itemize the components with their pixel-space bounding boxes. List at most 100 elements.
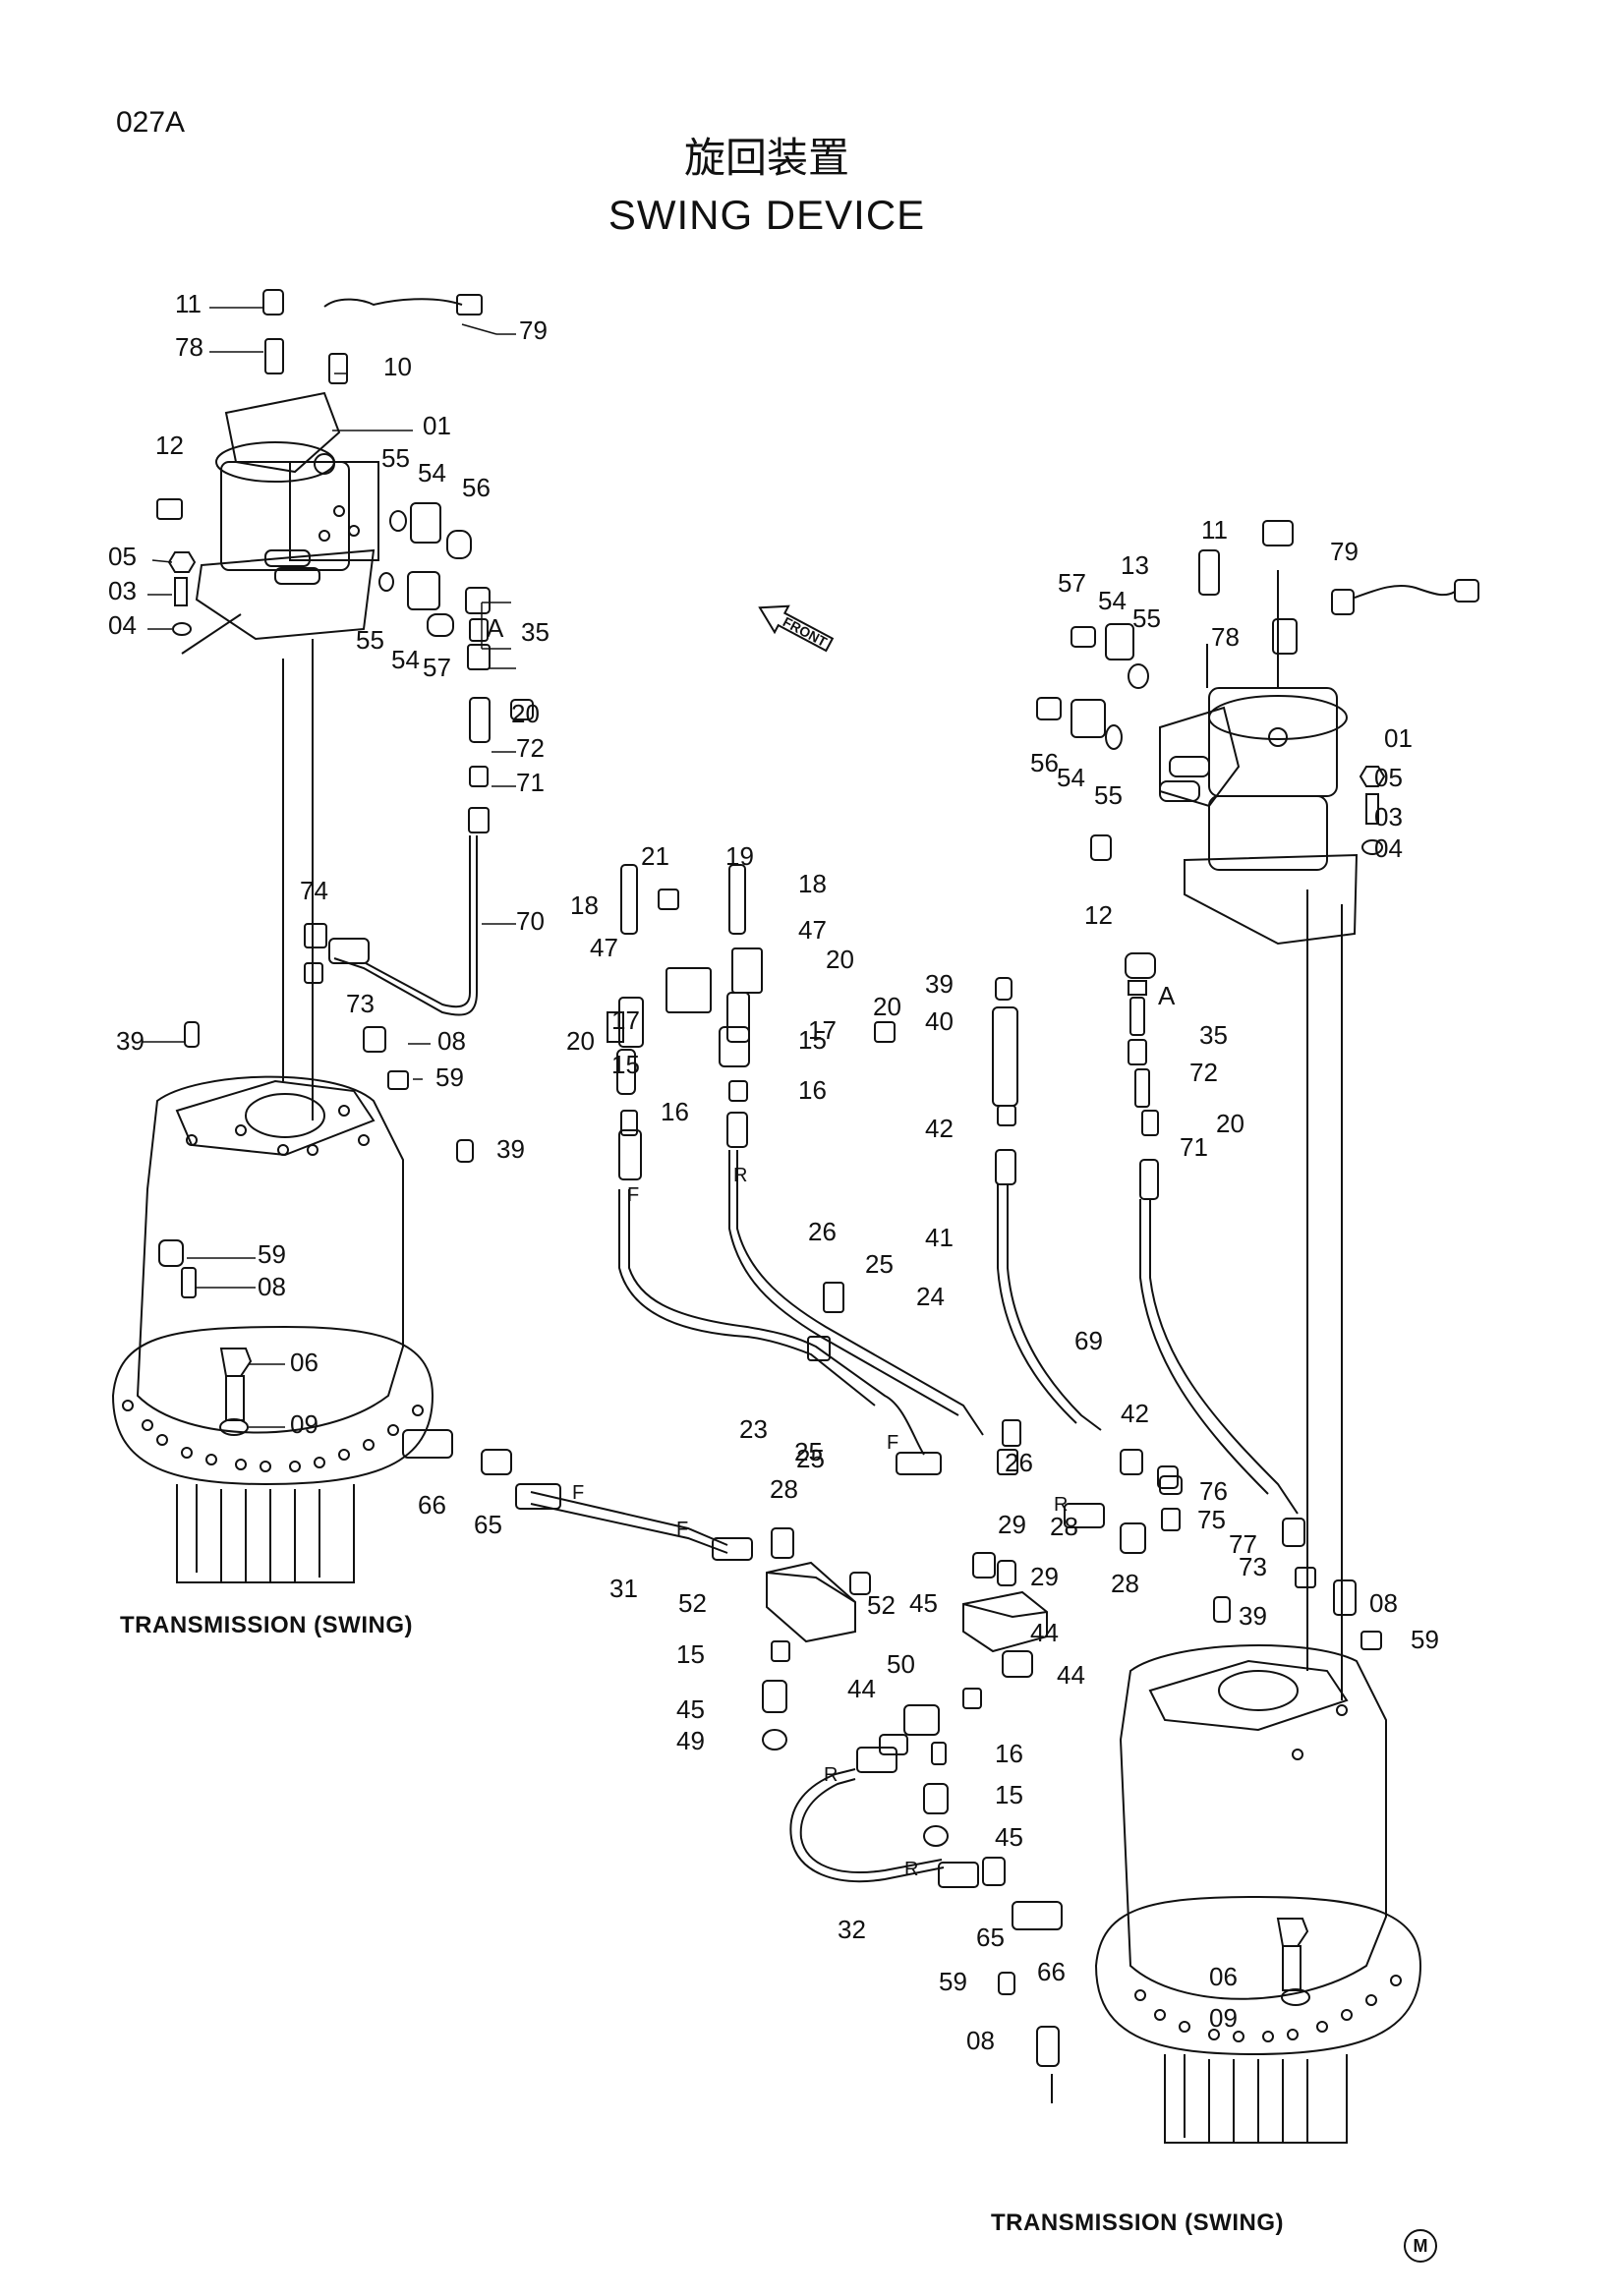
- callout-45: 45: [909, 1588, 938, 1618]
- callout-42: 42: [1121, 1399, 1149, 1428]
- callout-56: 56: [1030, 748, 1059, 777]
- right-transmission: [1094, 1643, 1422, 2144]
- callout-44: 44: [1057, 1660, 1085, 1690]
- hose-70: [333, 835, 478, 1016]
- callout-05: 05: [1374, 763, 1403, 792]
- left-transmission: [111, 1075, 434, 1583]
- callout-57: 57: [423, 653, 451, 682]
- callout-79: 79: [1330, 537, 1359, 566]
- callout-F: F: [572, 1482, 584, 1504]
- callout-15: 15: [798, 1025, 827, 1055]
- callout-R: R: [1054, 1494, 1068, 1516]
- block-29: [762, 1475, 1183, 1847]
- callout-F: F: [676, 1519, 688, 1540]
- callout-72: 72: [516, 733, 545, 763]
- callout-16: 16: [798, 1075, 827, 1105]
- callout-F: F: [887, 1432, 898, 1454]
- leader-lines: [143, 307, 516, 1428]
- callout-R: R: [904, 1859, 918, 1880]
- callout-06: 06: [1209, 1962, 1238, 1991]
- callout-55: 55: [381, 443, 410, 473]
- callout-08: 08: [258, 1272, 286, 1301]
- callout-32: 32: [838, 1915, 866, 1944]
- callout-09: 09: [1209, 2003, 1238, 2033]
- callout-54: 54: [391, 645, 420, 674]
- reference-mark: M: [1404, 2229, 1437, 2263]
- callout-39: 39: [116, 1026, 145, 1056]
- callout-15: 15: [676, 1639, 705, 1669]
- callout-74: 74: [300, 876, 328, 905]
- callout-17: 17: [808, 1015, 837, 1045]
- callout-29: 29: [1030, 1562, 1059, 1591]
- callout-75: 75: [1197, 1505, 1226, 1534]
- caption-left-transmission: TRANSMISSION (SWING): [120, 1612, 413, 1638]
- title-english: SWING DEVICE: [608, 192, 926, 238]
- callout-78: 78: [1211, 622, 1240, 652]
- callout-71: 71: [516, 768, 545, 797]
- callout-20: 20: [826, 945, 854, 974]
- callout-08: 08: [966, 2026, 995, 2055]
- callout-71: 71: [1180, 1132, 1208, 1162]
- callout-66: 66: [418, 1490, 446, 1520]
- callout-12: 12: [1084, 900, 1113, 930]
- callout-44: 44: [847, 1674, 876, 1703]
- callout-59: 59: [939, 1967, 967, 1996]
- callout-15: 15: [995, 1780, 1023, 1809]
- callout-21: 21: [641, 841, 669, 871]
- title-japanese: 旋回装置: [683, 134, 849, 182]
- callout-59: 59: [435, 1062, 464, 1092]
- callout-13: 13: [1121, 550, 1149, 580]
- callout-70: 70: [516, 906, 545, 936]
- callout-42: 42: [925, 1114, 954, 1143]
- callout-03: 03: [1374, 802, 1403, 832]
- callout-04: 04: [108, 610, 137, 640]
- callout-69: 69: [1074, 1326, 1103, 1355]
- callout-26: 26: [808, 1217, 837, 1246]
- callout-06: 06: [290, 1348, 318, 1377]
- callout-41: 41: [925, 1223, 954, 1252]
- front-arrow: FRONT: [758, 604, 835, 653]
- callout-08: 08: [437, 1026, 466, 1056]
- callout-55: 55: [356, 625, 384, 655]
- left-transmission-parts: [158, 1021, 512, 1475]
- callout-20: 20: [1216, 1109, 1244, 1138]
- caption-right-transmission: TRANSMISSION (SWING): [991, 2210, 1284, 2236]
- left-swing-motor: [195, 391, 379, 641]
- callout-47: 47: [590, 933, 618, 962]
- callout-65: 65: [474, 1510, 502, 1539]
- callout-50: 50: [887, 1649, 915, 1679]
- callout-39: 39: [925, 969, 954, 999]
- callout-29: 29: [998, 1510, 1026, 1539]
- callout-45: 45: [995, 1822, 1023, 1852]
- callout-28: 28: [1111, 1569, 1139, 1598]
- callout-01: 01: [423, 411, 451, 440]
- right-swing-motor: [1036, 520, 1479, 946]
- callout-52: 52: [678, 1588, 707, 1618]
- right-hoses: [874, 952, 1316, 1588]
- callout-65: 65: [976, 1923, 1005, 1952]
- callout-26: 26: [1005, 1448, 1033, 1477]
- callout-44: 44: [1030, 1618, 1059, 1647]
- callout-15: 15: [611, 1050, 640, 1079]
- callout-04: 04: [1374, 833, 1403, 863]
- callout-16: 16: [661, 1097, 689, 1126]
- callout-55: 55: [1132, 603, 1161, 633]
- callout-77: 77: [1229, 1529, 1257, 1559]
- callout-19: 19: [725, 841, 754, 871]
- callout-31: 31: [609, 1574, 638, 1603]
- callout-25: 25: [794, 1437, 823, 1466]
- callout-28: 28: [1050, 1512, 1078, 1541]
- left-motor-fittings: [156, 289, 534, 833]
- callout-16: 16: [995, 1739, 1023, 1768]
- callout-08: 08: [1369, 1588, 1398, 1618]
- callout-54: 54: [1057, 763, 1085, 792]
- callout-25: 25: [796, 1444, 825, 1473]
- svg-text:FRONT: FRONT: [781, 613, 830, 650]
- callout-11: 11: [1201, 515, 1228, 545]
- callout-20: 20: [511, 699, 540, 728]
- callout-59: 59: [258, 1239, 286, 1269]
- callout-09: 09: [290, 1409, 318, 1439]
- callout-24: 24: [916, 1282, 945, 1311]
